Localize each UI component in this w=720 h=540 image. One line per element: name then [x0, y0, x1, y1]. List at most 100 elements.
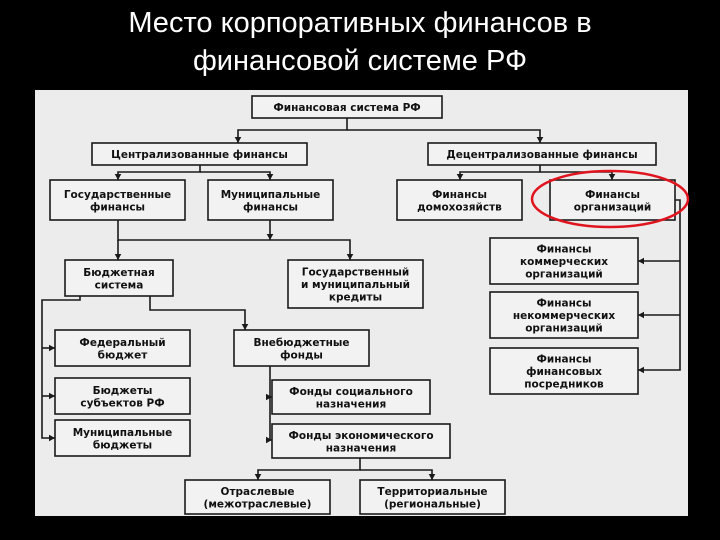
- node-label-line: Финансы: [432, 189, 487, 201]
- node-label-line: Муниципальные: [73, 427, 173, 439]
- node-label-line: домохозяйств: [417, 201, 502, 213]
- arrowhead: [266, 393, 272, 401]
- node-label-line: Территориальные: [377, 486, 487, 498]
- connector-line: [200, 171, 271, 180]
- node-label-line: Государственные: [64, 189, 171, 201]
- node-box: [271, 423, 451, 459]
- node-fin-system: Финансовая система РФ: [251, 95, 443, 119]
- node-box: [49, 179, 186, 221]
- node-label-line: финансы: [243, 201, 298, 213]
- node-box: [427, 142, 657, 166]
- node-label-line: (региональные): [384, 498, 481, 510]
- slide-title-line-1: Место корпоративных финансов в: [128, 7, 592, 39]
- arrowhead: [254, 474, 262, 480]
- arrowhead: [49, 434, 55, 442]
- node-label-line: Отраслевые: [221, 486, 295, 498]
- node-box: [287, 259, 424, 309]
- connector-line: [117, 220, 351, 260]
- node-label-line: организаций: [525, 323, 603, 335]
- node-label-line: назначения: [326, 442, 396, 454]
- node-box: [396, 179, 523, 221]
- arrowhead: [536, 137, 544, 143]
- connector-line: [459, 165, 541, 180]
- arrowhead: [266, 174, 274, 180]
- slide-title-line-2: финансовой системе РФ: [192, 45, 528, 77]
- node-label-line: финансовых: [526, 366, 602, 378]
- node-label-line: Финансы: [536, 244, 591, 256]
- arrowhead: [346, 254, 354, 260]
- arrowhead: [638, 366, 644, 374]
- node-label-line: Бюджетная: [83, 267, 154, 279]
- node-label-line: Муниципальные: [221, 189, 321, 201]
- connector-line: [638, 199, 681, 371]
- node-label-line: Фонды социального: [289, 386, 413, 398]
- node-label-line: кредиты: [329, 292, 382, 304]
- node-label-line: Финансы: [585, 189, 640, 201]
- arrowhead: [114, 254, 122, 260]
- node-box: [489, 237, 639, 285]
- connector-line: [41, 296, 81, 439]
- connectors: [41, 118, 681, 480]
- node-box: [64, 259, 174, 297]
- node-box: [184, 479, 331, 515]
- node-box: [489, 291, 639, 339]
- node-label-line: Фонды экономического: [288, 430, 433, 442]
- connector-line: [117, 165, 201, 180]
- node-sectoral: Отраслевые(межотраслевые): [184, 479, 331, 515]
- arrowhead: [241, 324, 249, 330]
- node-label-line: система: [95, 279, 144, 291]
- node-box: [54, 377, 191, 415]
- node-box: [91, 142, 308, 166]
- node-label-line: Федеральный: [79, 337, 165, 349]
- connector-line: [149, 296, 246, 330]
- arrowhead: [234, 137, 242, 143]
- connector-line: [257, 458, 361, 480]
- node-label-line: организаций: [525, 269, 603, 281]
- node-label-line: назначения: [316, 398, 386, 410]
- node-label-line: Финансовая система РФ: [273, 102, 420, 114]
- node-centralized: Централизованные финансы: [91, 142, 308, 166]
- node-label-line: (межотраслевые): [204, 498, 312, 510]
- slide-title: Место корпоративных финансов в финансово…: [0, 4, 720, 80]
- node-decentralized: Децентрализованные финансы: [427, 142, 657, 166]
- connector-line: [360, 469, 433, 480]
- node-label-line: Бюджеты: [93, 385, 153, 397]
- node-label-line: коммерческих: [520, 256, 608, 268]
- arrowhead: [49, 392, 55, 400]
- node-label-line: фонды: [280, 349, 323, 361]
- node-box: [489, 347, 639, 395]
- node-box: [207, 179, 334, 221]
- node-label-line: Государственный: [302, 267, 410, 279]
- node-label-line: Внебюджетные: [254, 337, 350, 349]
- arrowhead: [608, 174, 616, 180]
- node-box: [233, 329, 370, 367]
- node-box: [549, 179, 676, 221]
- node-label-line: Децентрализованные финансы: [446, 149, 637, 161]
- node-label-line: посредников: [524, 379, 604, 391]
- node-label-line: организаций: [574, 201, 652, 213]
- connector-line: [237, 118, 348, 143]
- node-label-line: Централизованные финансы: [111, 149, 288, 161]
- node-label-line: бюджеты: [93, 439, 152, 451]
- arrowhead: [638, 311, 644, 319]
- node-territorial: Территориальные(региональные): [359, 479, 506, 515]
- highlight-ellipse: [530, 169, 690, 229]
- connector-line: [347, 129, 541, 143]
- node-box: [359, 479, 506, 515]
- arrowhead: [266, 436, 272, 444]
- arrowhead: [49, 344, 55, 352]
